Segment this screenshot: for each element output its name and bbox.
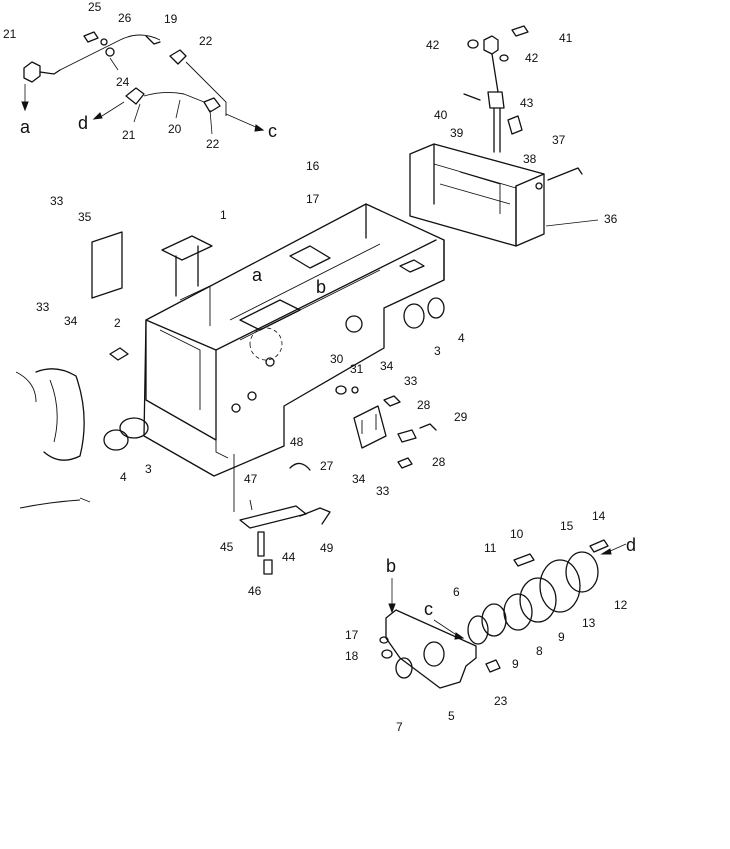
callout: 21 [3,27,17,41]
connection-letters: a a b b c c d d [20,113,636,619]
connection-mark: c [424,599,433,619]
callout: 33 [404,374,418,388]
callout: 29 [454,410,468,424]
callout: 22 [199,34,213,48]
callout: 27 [320,459,334,473]
lever-and-counterweight [409,25,599,247]
callout: 33 [36,300,50,314]
housing-assembly [379,539,627,689]
connection-mark: b [316,277,326,297]
callout: 25 [88,0,102,14]
callout: 22 [206,137,220,151]
callout: 45 [220,540,234,554]
callout: 11 [484,541,497,555]
callout: 31 [350,362,364,376]
callout: 36 [604,212,618,226]
connection-mark: c [268,121,277,141]
bracket-and-pins [233,454,331,575]
callout: 33 [50,194,64,208]
callout: 39 [450,126,464,140]
callout: 3 [434,344,441,358]
callout: 40 [434,108,448,122]
callout: 17 [345,628,359,642]
callout: 38 [523,152,537,166]
callout: 46 [248,584,262,598]
callout: 6 [453,585,460,599]
connection-mark: d [78,113,88,133]
callout: 37 [552,133,566,147]
callout: 16 [306,159,320,173]
connection-mark: d [626,535,636,555]
callout: 34 [352,472,366,486]
callout: 10 [510,527,524,541]
callout: 34 [64,314,78,328]
callout: 2 [114,316,121,330]
callout: 13 [582,616,596,630]
callout: 8 [536,644,543,658]
callout: 21 [122,128,136,142]
callout: 14 [592,509,606,523]
callout: 3 [145,462,152,476]
callout: 5 [448,709,455,723]
callout: 49 [320,541,334,555]
connection-mark: a [252,265,263,285]
callout: 18 [345,649,359,663]
callout: 4 [120,470,127,484]
callout: 48 [290,435,304,449]
callout: 12 [614,598,628,612]
callout: 1 [220,208,227,222]
callout: 26 [118,11,132,25]
connection-mark: a [20,117,31,137]
callout: 9 [512,657,519,671]
callout: 47 [244,472,258,486]
main-frame [143,203,445,477]
callout: 35 [78,210,92,224]
left-side-parts [15,231,149,509]
callout: 20 [168,122,182,136]
callout-labels: 1 2 3 3 4 4 5 6 7 8 9 9 10 11 12 13 14 1… [3,0,628,734]
callout: 28 [417,398,431,412]
callout: 43 [520,96,534,110]
callout: 23 [494,694,508,708]
callout: 24 [116,75,130,89]
callout: 30 [330,352,344,366]
callout: 7 [396,720,403,734]
callout: 44 [282,550,296,564]
callout: 42 [525,51,539,65]
callout: 28 [432,455,446,469]
callout: 41 [559,31,573,45]
callout: 34 [380,359,394,373]
callout: 17 [306,192,320,206]
connection-mark: b [386,556,396,576]
callout: 9 [558,630,565,644]
callout: 4 [458,331,465,345]
callout: 15 [560,519,574,533]
right-side-parts [335,297,445,469]
callout: 19 [164,12,178,26]
callout: 33 [376,484,390,498]
callout: 42 [426,38,440,52]
harness-assembly-left [21,31,265,135]
